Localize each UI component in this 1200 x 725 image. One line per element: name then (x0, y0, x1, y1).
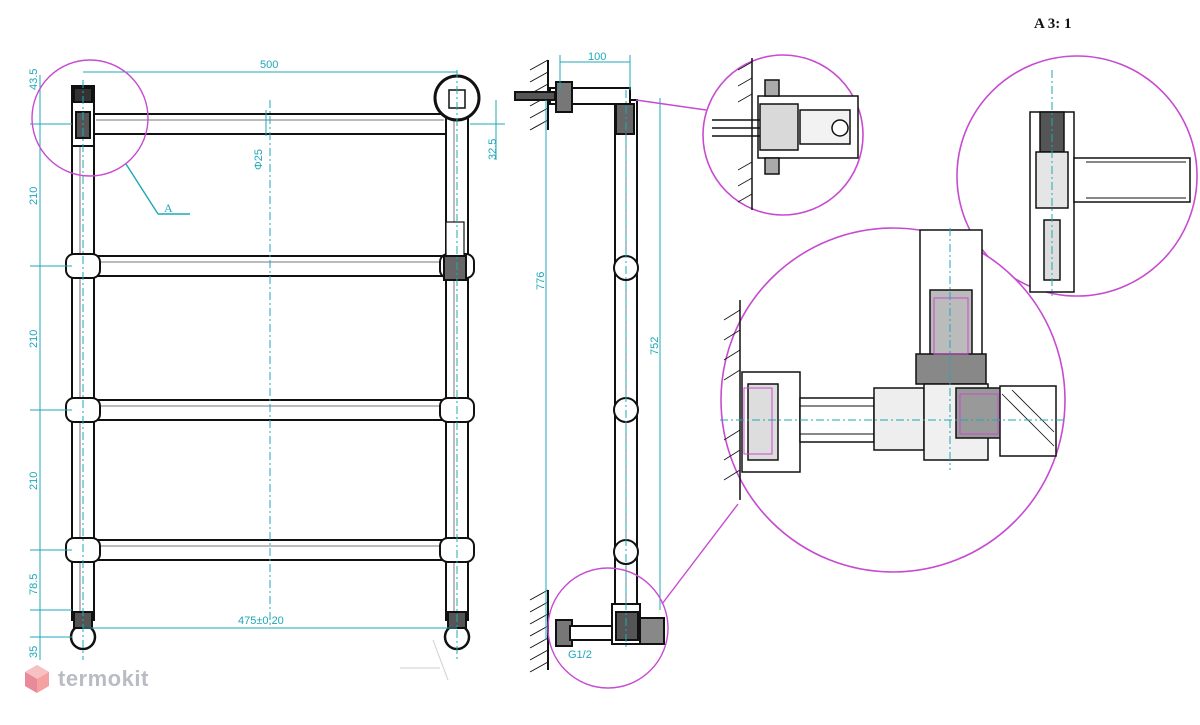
detail-top-right-valve (956, 55, 1198, 297)
dim-width-total: 500 (260, 59, 278, 71)
dim-spacing-3: 210 (28, 472, 40, 490)
dim-pipe-diameter: Φ25 (253, 149, 265, 170)
dim-spacing-2: 210 (28, 330, 40, 348)
detail-a-label: A (164, 201, 173, 215)
dim-bottom-offset: 78.5 (28, 574, 40, 595)
dim-right-offset: 32.5 (487, 139, 499, 160)
front-dimension-lines (30, 71, 505, 660)
termokit-logo-icon (25, 665, 49, 693)
dim-center-distance: 475±0.20 (238, 615, 284, 627)
dim-spacing-1: 210 (28, 187, 40, 205)
side-dimension-lines (545, 55, 661, 650)
side-view (514, 59, 665, 673)
dim-side-depth: 100 (588, 51, 606, 63)
watermark: termokit (24, 664, 149, 694)
dim-top-offset: 43.5 (28, 69, 40, 90)
side-detail-marker (547, 99, 739, 689)
dim-height-total: 776 (535, 272, 547, 290)
dim-base-offset: 35 (28, 646, 40, 658)
detail-top-connector (702, 54, 864, 216)
detail-a-marker (31, 59, 190, 215)
leader-lines (400, 639, 449, 681)
front-centerlines (82, 70, 458, 660)
detail-scale-label: A 3: 1 (1034, 16, 1072, 32)
dim-thread: G1/2 (568, 649, 592, 661)
watermark-text: termokit (58, 666, 149, 691)
dim-height-inner: 752 (649, 337, 661, 355)
detail-bottom-valve (720, 227, 1066, 573)
